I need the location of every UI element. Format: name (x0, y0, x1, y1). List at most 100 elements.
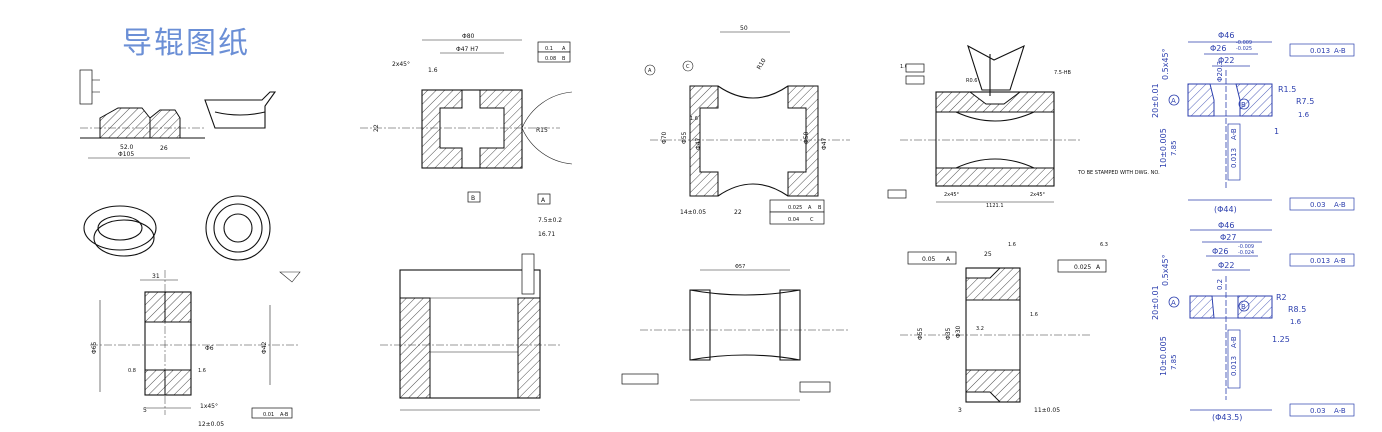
d6-dim-12: 0.5x45° (1161, 254, 1170, 286)
d5-dim-8: 20±0.01 (1151, 83, 1160, 118)
d6-dim-9: 20±0.01 (1151, 285, 1160, 320)
d6-dim-2: Φ26 (1212, 247, 1228, 256)
drawing-3-section-top: 50 R10 Φ70 Φ55 Φ47 Φ58 Φ47 14±0.05 22 1.… (644, 25, 850, 225)
d5-dim-9: 10±0.005 (1159, 128, 1168, 168)
d3-datum-c: C (686, 64, 690, 70)
d4-dim2-3: Φ35 (945, 327, 952, 340)
d2-dim-6: 16.71 (538, 231, 555, 238)
d6-tol-1-value: 0.013 (1230, 356, 1238, 376)
drawing-1-section-bottom: 31 Φ65 Φ42 Φ6 5 1x45° 12±0.05 0.8 1.6 0.… (90, 270, 301, 428)
d3-tol-1-value: 0.04 (788, 217, 799, 223)
d6-dim-6: R2 (1276, 293, 1287, 302)
d2-datum-a: A (541, 197, 546, 204)
d1-dim-4: Φ65 (91, 341, 98, 354)
d6-dim-0: Φ46 (1218, 221, 1234, 230)
d4-dim2-7: 3 (958, 407, 962, 414)
d3-dim-8: 22 (734, 209, 742, 216)
d4-note: TO BE STAMPED WITH DWG. NO. (1077, 170, 1160, 176)
d3-dim-1: R10 (756, 57, 768, 71)
d4-dim2-1: 1.6 (1008, 242, 1016, 248)
d4-dim-2: R0.6 (966, 78, 977, 84)
d6-datum-a: A (1171, 299, 1176, 307)
d3-dim-10: Φ57 (735, 264, 745, 270)
d4-tol-1-value: 0.025 (1074, 264, 1091, 271)
d3-dim-5: Φ58 (803, 131, 810, 144)
d1-dim-3: 31 (152, 273, 160, 280)
d3-dim-0: 50 (740, 25, 748, 32)
d5-dim-11: 0.5x45° (1161, 48, 1170, 80)
d6-dim-13: 1.25 (1272, 335, 1290, 344)
d4-dim2-6: 1.6 (1030, 312, 1038, 318)
d3-dim-6: Φ47 (821, 137, 828, 150)
d6-datum-b: B (1241, 303, 1246, 311)
d1-dim-7: 5 (143, 407, 147, 414)
drawing-1-3d-view (204, 91, 277, 129)
d4-dim-3: 2x45° (944, 192, 960, 198)
d6-dim-5: Φ22 (1218, 261, 1234, 270)
d2-tol-1-value: 0.08 (545, 56, 556, 62)
d4-dim-4: 2x45° (1030, 192, 1046, 198)
d4-dim2-8: 11±0.05 (1034, 407, 1060, 414)
d5-tol-0-datum: A-B (1334, 47, 1346, 55)
d3-dim-2: Φ70 (661, 131, 668, 144)
d5-tol-1-datum: A-B (1230, 128, 1238, 140)
d1-dim-10: 0.8 (128, 368, 136, 374)
d5-datum-b: B (1241, 101, 1246, 109)
d4-dim2-9: 6.3 (1100, 242, 1108, 248)
drawing-4-section-top: 1.6 7.5-HB R0.6 2x45° 2x45° 1121.1 TO BE… (887, 44, 1160, 209)
d3-tol-0-datum-a: A (808, 205, 812, 211)
d4-tol-0-value: 0.05 (922, 256, 936, 263)
d5-tol-1-value: 0.013 (1230, 148, 1238, 168)
d1-dim-6: Φ6 (205, 345, 214, 352)
d1-dim-0: Φ105 (118, 151, 134, 158)
d6-dim-4: -0.024 (1238, 250, 1254, 256)
d4-dim2-4: Φ30 (955, 325, 962, 338)
d6-dim-15: 0.2 (1216, 279, 1224, 290)
d5-dim-12: 1 (1274, 127, 1279, 136)
d5-dim-1: Φ26 (1210, 44, 1226, 53)
drawing-4-section-bottom: 25 1.6 Φ55 Φ35 Φ30 3.2 1.6 3 11±0.05 6.3… (900, 242, 1108, 414)
d5-dim-10: 7.85 (1170, 140, 1178, 156)
d4-dim2-2: Φ55 (917, 327, 924, 340)
d2-dim-0: Φ80 (462, 33, 475, 40)
d3-dim-4: Φ47 (695, 137, 702, 150)
d2-dim-3: 1.6 (428, 67, 438, 74)
d3-datum-a: A (648, 68, 652, 74)
d2-dim-4: R15 (536, 127, 548, 134)
d5-dim-13: (Φ44) (1214, 205, 1237, 214)
d5-tol-2-datum: A-B (1334, 201, 1346, 209)
d1-tol-datum: A-B (280, 412, 289, 418)
d4-dim2-0: 25 (984, 251, 992, 258)
drawing-1-iso-view (83, 195, 271, 261)
d3-tol-1-datum: C (810, 217, 814, 223)
d6-dim-7: R8.5 (1288, 305, 1306, 314)
d6-dim-3: -0.009 (1238, 244, 1254, 250)
d2-dim-5: 7.5±0.2 (538, 217, 562, 224)
d2-dim-1: Φ47 H7 (456, 46, 479, 53)
d5-dim-0: Φ46 (1218, 31, 1234, 40)
d5-dim-2: -0.009 (1236, 40, 1252, 46)
d1-dim-5: Φ42 (261, 341, 268, 354)
d4-dim-0: 1.6 (900, 64, 908, 70)
d5-dim-6: R7.5 (1296, 97, 1314, 106)
drawing-2-section-bottom (380, 253, 560, 411)
d5-dim-5: R1.5 (1278, 85, 1296, 94)
d1-dim-2: 26 (160, 145, 168, 152)
d2-tol-0-datum: A (562, 46, 566, 52)
sheet-title: 导辊图纸 (122, 26, 250, 61)
d6-dim-11: 7.85 (1170, 354, 1178, 370)
d6-tol-2-datum: A-B (1334, 407, 1346, 415)
d4-tol-0-datum: A (946, 256, 951, 263)
d6-tol-2-value: 0.03 (1310, 407, 1326, 415)
d2-datum-b: B (471, 195, 475, 202)
d6-dim-1: Φ27 (1220, 233, 1236, 242)
d4-dim-5: 1121.1 (986, 203, 1004, 209)
d2-tol-1-datum: B (562, 56, 566, 62)
d1-dim-8: 1x45° (200, 403, 218, 410)
d4-tol-1-datum: A (1096, 264, 1101, 271)
d6-tol-0-value: 0.013 (1310, 257, 1330, 265)
d6-tol-1-datum: A-B (1230, 336, 1238, 348)
drawing-5-section: Φ46 Φ26 -0.009 -0.025 Φ22 R1.5 R7.5 1.6 … (1151, 31, 1355, 214)
d3-dim-7: 14±0.05 (680, 209, 706, 216)
